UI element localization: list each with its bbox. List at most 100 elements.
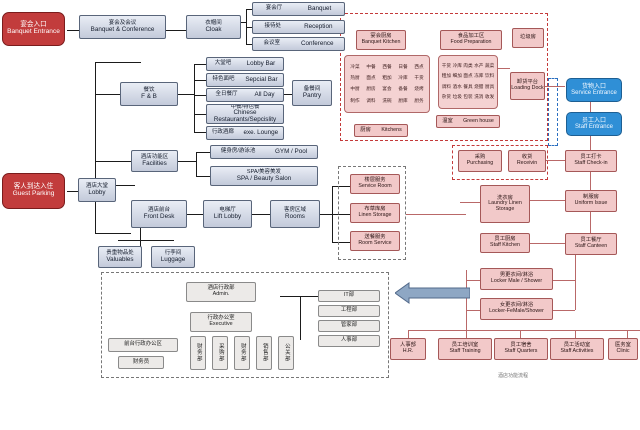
rooms-zh: 客房区域 <box>283 206 306 213</box>
staff-checkin-node: 员工打卡 Staff Check-in <box>565 150 617 172</box>
admin-node: 酒店行政部 Admin. <box>186 282 256 302</box>
kitchen-cell: 垃圾 <box>452 94 462 100</box>
rooms-node: 客房区域 Rooms <box>270 200 320 228</box>
connector <box>590 135 591 153</box>
kitchen-cell: 冷菜 <box>350 63 360 69</box>
lift-lobby-en: Lift Lobby <box>213 212 242 220</box>
laundry-en: Laundry Linen Storage <box>488 200 522 212</box>
connector <box>196 176 210 177</box>
luggage-node: 行李间 Luggage <box>151 246 195 268</box>
connector <box>466 280 480 281</box>
locker-female-en: Locker-FeMale/Shower <box>489 308 544 314</box>
kitchen-cell: 干货 <box>414 74 424 80</box>
kitchen-cell: 厨库 <box>398 97 408 103</box>
green-house-en: Green house <box>463 117 494 124</box>
conference-node: 会议室 Conference <box>252 37 345 51</box>
kitchen-cell: 烧腊 <box>474 83 484 89</box>
laundry-node: 洗衣房 Laundry Linen Storage <box>480 185 530 223</box>
kitchen-cell: 面点 <box>366 74 376 80</box>
fb-en: F & B <box>141 92 157 100</box>
chinese-restaurant-en: Chinese Restaurants/Sepcislity <box>213 109 277 123</box>
front-desk-zh: 酒店前台 <box>147 206 170 213</box>
purchasing-en: Purchasing <box>466 160 494 166</box>
locker-male-zh: 男更衣间/淋浴 <box>499 272 534 279</box>
staff-canteen-node: 员工餐厅 Staff Canteen <box>565 233 617 255</box>
left-arrow-icon <box>395 282 470 304</box>
conference-zh: 会议室 <box>263 40 280 47</box>
connector <box>466 270 467 330</box>
banquet-room-zh: 宴会厅 <box>265 5 283 12</box>
exe-lounge-en: exe. Lounge <box>243 128 279 136</box>
kitchen-cell: 冷库 <box>398 74 408 80</box>
banquet-entrance-en: Banquet Entrance <box>7 28 60 35</box>
kitchen-grid-b: 干货冷库肉类水产蔬菜粗加细加面点冻库饮料调料酒水餐具烧腊厨具杂货垃圾包装洗消收发 <box>438 55 498 109</box>
front-office-node: 前台行政办公区 <box>108 338 178 352</box>
connector <box>67 191 79 192</box>
admin-en: Admin. <box>212 291 230 297</box>
loading-dock-node: 卸货平台 Loading Dock <box>510 72 545 100</box>
banquet-kitchen-zh: 宴会厨房 <box>370 33 392 40</box>
luggage-zh: 行李间 <box>164 249 182 256</box>
all-day-en: All Day <box>254 90 275 98</box>
rooms-en: Rooms <box>285 212 305 220</box>
connector <box>406 214 466 215</box>
banquet-conference-en: Banquet & Conference <box>90 25 155 33</box>
purchasing-zh: 采购 <box>474 154 486 161</box>
front-desk-en: Front Desk <box>143 212 175 220</box>
cloak-en: Cloak <box>205 25 222 33</box>
food-preparation-zh: 食品加工区 <box>457 33 485 40</box>
admin-zh: 酒店行政部 <box>207 285 235 292</box>
kitchen-cell: 水产 <box>474 62 484 68</box>
special-bar-zh: 特色面吧 <box>212 76 235 83</box>
uniform-issue-node: 制服房 Uniform Issue <box>565 190 617 212</box>
connector <box>520 330 521 338</box>
locker-male-node: 男更衣间/淋浴 Locker Male / Shower <box>480 268 553 290</box>
locker-male-en: Locker Male / Shower <box>490 278 543 284</box>
executive-zh: 行政办公室 <box>207 315 235 322</box>
sub-dept-5: 公关部 <box>278 336 294 370</box>
connector <box>246 27 252 28</box>
lobby-node: 酒店大堂 Lobby <box>78 178 116 202</box>
staff-training-en: Staff Training <box>449 348 481 354</box>
exe-lounge-node: 行政酒廊 exe. Lounge <box>206 126 284 140</box>
clinic-node: 医务室 Clinic <box>608 338 638 360</box>
sub-dept-1-label: 财务部 <box>195 343 202 363</box>
sub-dept-3: 财务部 <box>234 336 250 370</box>
facilities-node: 酒店功能区 Facilities <box>131 150 178 172</box>
connector <box>95 94 120 95</box>
personnel-dept: 人事部 <box>318 335 380 347</box>
all-day-zh: 全日餐厅 <box>215 91 238 98</box>
connector <box>460 202 480 203</box>
spa-en: SPA / Beauty Salon <box>236 174 292 182</box>
staff-entrance-zh: 员工入口 <box>581 117 606 124</box>
engineering-dept: 工程部 <box>318 305 380 317</box>
connector <box>627 330 628 338</box>
cloak-zh: 衣帽间 <box>205 19 222 26</box>
connector <box>408 330 409 338</box>
kitchen-cell: 粗加 <box>441 73 451 79</box>
kitchen-cell: 收发 <box>484 94 495 100</box>
connector <box>553 310 575 311</box>
admin-zone-outline <box>101 272 389 378</box>
connector <box>466 330 467 338</box>
kitchen-cell: 西餐 <box>382 63 392 69</box>
it-dept-label: IT部 <box>343 292 355 299</box>
connector <box>178 94 194 95</box>
lobby-bar-node: 大堂吧 Lobby Bar <box>206 57 284 71</box>
connector <box>178 161 196 162</box>
connector <box>545 86 565 87</box>
kitchen-cell: 厨具 <box>484 83 495 89</box>
linen-storage-en: Linen Storage <box>358 212 392 218</box>
receiving-node: 收货 Receivin <box>508 150 546 172</box>
loading-dock-en: Loading Dock <box>511 85 544 91</box>
connector <box>187 214 203 215</box>
connector <box>194 132 206 133</box>
connector <box>95 161 131 162</box>
kitchen-cell: 备餐 <box>398 86 408 92</box>
room-service-zh: 送餐服务 <box>364 234 386 241</box>
guest-parking-en: Guest Parking <box>12 190 55 197</box>
food-preparation-en: Food Preparation <box>450 39 492 45</box>
kitchen-cell: 厨房 <box>366 86 376 92</box>
kitchen-cell: 面点 <box>463 73 473 79</box>
